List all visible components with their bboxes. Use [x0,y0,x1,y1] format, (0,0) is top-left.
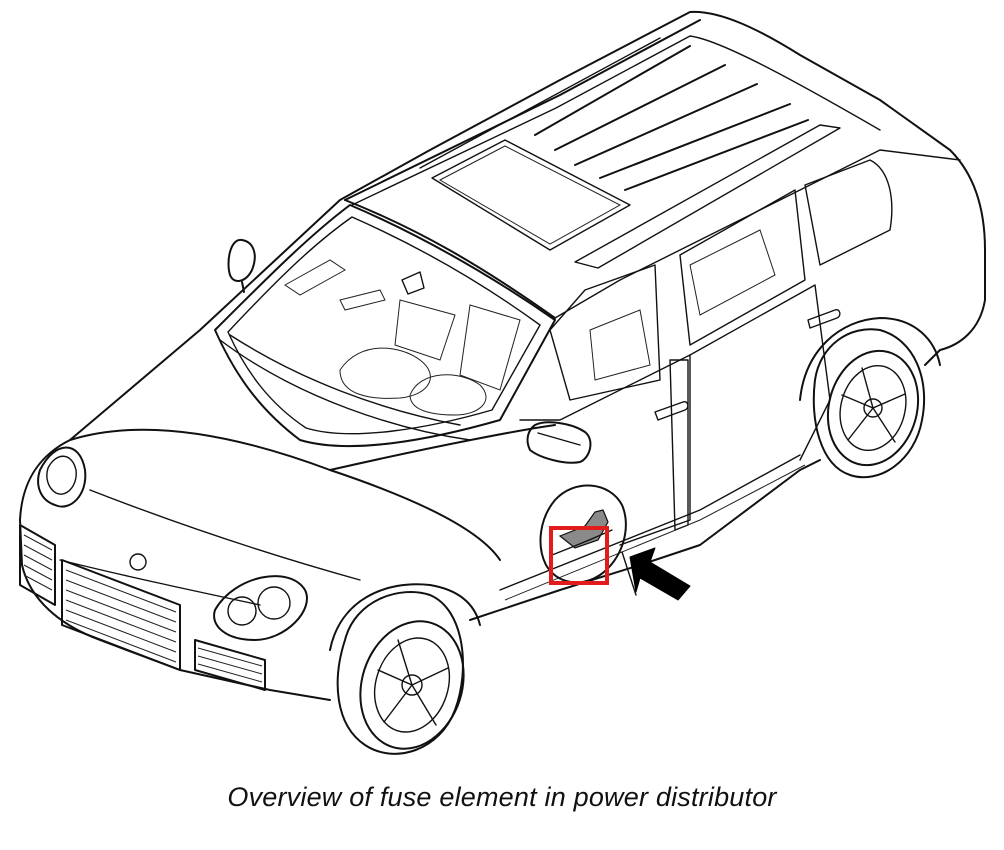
windshield [214,204,556,448]
figure-caption: Overview of fuse element in power distri… [227,782,777,812]
rear-wheel [799,317,941,479]
left-side-mirror [227,238,256,293]
front-wheel [329,583,481,755]
crest-emblem-icon [129,553,147,571]
car-body [19,10,986,701]
right-side-mirror [526,421,592,464]
hood [59,424,556,606]
fuse-detail-inset [539,484,637,596]
grille [19,524,266,691]
side-windows [549,159,893,401]
doors [499,284,841,601]
headlights [37,446,308,641]
arrow-icon [629,547,691,601]
highlight-box [549,526,609,585]
